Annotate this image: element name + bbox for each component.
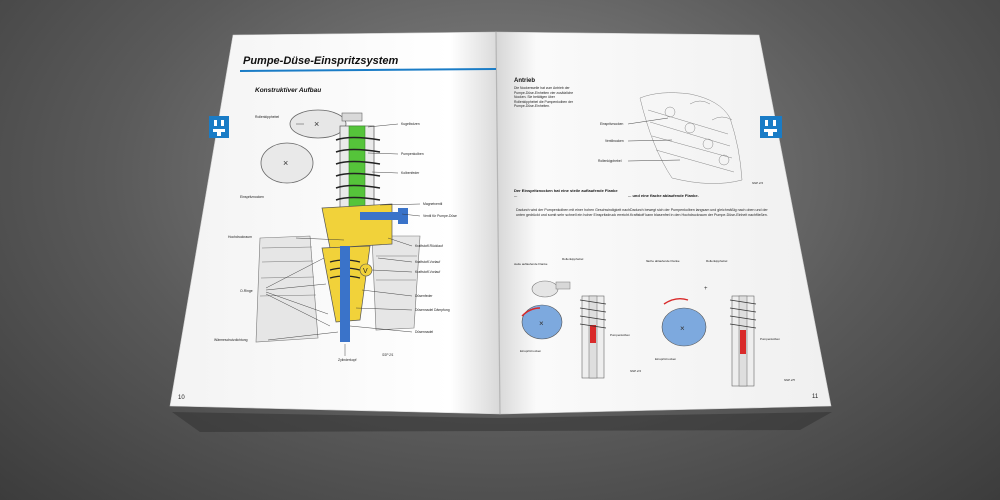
svg-text:×: × (283, 158, 288, 168)
cylinder-head-drawing (255, 235, 421, 343)
cam-figure-flat: × + (661, 286, 757, 387)
left-labels: Rollenkipphebel Einspritznocken Hochdruc… (214, 115, 394, 362)
engine-labels: Einspritznocken Ventilnocken Rollenkipph… (598, 122, 763, 185)
svg-text:Rollenkipphebel: Rollenkipphebel (598, 159, 622, 163)
injector-drawing: V (321, 125, 408, 342)
title-rule (239, 68, 497, 72)
svg-text:Magnetventil: Magnetventil (423, 202, 442, 206)
cam-figure-steep: × (521, 280, 607, 379)
svg-text:Einspritznocken: Einspritznocken (600, 122, 623, 126)
svg-text:Düsenfeder: Düsenfeder (415, 294, 433, 298)
svg-text:SSP 2/5: SSP 2/5 (784, 378, 795, 382)
svg-text:Rollenkipphebel: Rollenkipphebel (706, 259, 728, 263)
svg-text:+: + (704, 286, 708, 292)
roller-rocker-drawing: × × (260, 109, 363, 184)
svg-text:Einspritznocken: Einspritznocken (520, 349, 542, 353)
svg-text:Einspritznocken: Einspritznocken (655, 357, 677, 361)
page-title: Pumpe-Düse-Einspritzsystem (243, 55, 398, 67)
intro-text: Die Nockenwelle hat zum Antrieb der Pump… (514, 86, 573, 108)
svg-text:Kraftstoff-Rücklauf: Kraftstoff-Rücklauf (415, 244, 443, 248)
col1-heading: Der Einspritznocken hat eine steile aufl… (514, 188, 618, 198)
right-page-number: 11 (812, 394, 819, 400)
svg-text:O-Ringe: O-Ringe (240, 289, 253, 293)
svg-text:Rollenkipphebel: Rollenkipphebel (562, 257, 584, 261)
svg-text:flache ablaufende Flanke: flache ablaufende Flanke (646, 259, 680, 263)
engine-drawing (639, 92, 743, 184)
spine (495, 31, 501, 415)
svg-text:Kugelbolzen: Kugelbolzen (401, 122, 420, 126)
col2-text: Dadurch bewegt sich der Pumpenkolben lan… (630, 208, 768, 217)
col2-heading: ... und eine flache ablaufende Flanke. (628, 193, 699, 198)
svg-text:Rollenkipphebel: Rollenkipphebel (255, 115, 279, 119)
svg-text:Düsennadel Dämpfung: Düsennadel Dämpfung (415, 308, 450, 312)
svg-text:Pumpenkolben: Pumpenkolben (760, 337, 780, 341)
svg-text:Kraftstoff-Vorlauf: Kraftstoff-Vorlauf (415, 270, 440, 274)
brochure-shadow (172, 412, 832, 432)
svg-text:SSP 2/4: SSP 2/4 (630, 369, 641, 373)
svg-text:×: × (314, 119, 319, 129)
svg-text:Düsennadel: Düsennadel (415, 330, 433, 334)
svg-text:Einspritznocken: Einspritznocken (240, 195, 264, 199)
svg-text:×: × (539, 319, 544, 328)
leader-lines (265, 123, 421, 356)
engine-leaders (627, 117, 681, 162)
svg-text:Hochdruckraum: Hochdruckraum (228, 235, 252, 239)
svg-text:Wärmeschutzdichtung: Wärmeschutzdichtung (214, 338, 248, 342)
fig2-labels: flache ablaufende Flanke Rollenkipphebel… (646, 259, 795, 382)
svg-text:Ventil für Pumpe-Düse: Ventil für Pumpe-Düse (423, 214, 457, 218)
svg-text:V: V (363, 268, 368, 275)
svg-text:Zylinderkopf: Zylinderkopf (338, 358, 357, 362)
svg-text:SSP 2/1: SSP 2/1 (382, 353, 394, 357)
svg-text:Kolbenfeder: Kolbenfeder (401, 171, 420, 175)
fig1-labels: steile auflaufende Flanke Rollenkipphebe… (514, 257, 641, 373)
section-heading: Antrieb (514, 78, 535, 84)
injector-icon (760, 116, 782, 138)
col1-text: Dadurch wird der Pumpenkolben mit einer … (516, 208, 630, 217)
svg-text:Kraftstoff-Vorlauf: Kraftstoff-Vorlauf (415, 260, 440, 264)
svg-text:steile auflaufende Flanke: steile auflaufende Flanke (514, 262, 548, 266)
svg-text:Ventilnocken: Ventilnocken (605, 139, 624, 143)
right-labels: Kugelbolzen Pumpenkolben Kolbenfeder Mag… (401, 122, 457, 334)
svg-text:Pumpenkolben: Pumpenkolben (610, 333, 630, 337)
injector-icon (209, 116, 229, 138)
section-subtitle: Konstruktiver Aufbau (255, 87, 321, 94)
left-page-number: 10 (178, 395, 185, 401)
svg-text:SSP 2/3: SSP 2/3 (752, 181, 763, 185)
svg-text:×: × (680, 324, 685, 333)
svg-text:Pumpenkolben: Pumpenkolben (401, 152, 424, 156)
